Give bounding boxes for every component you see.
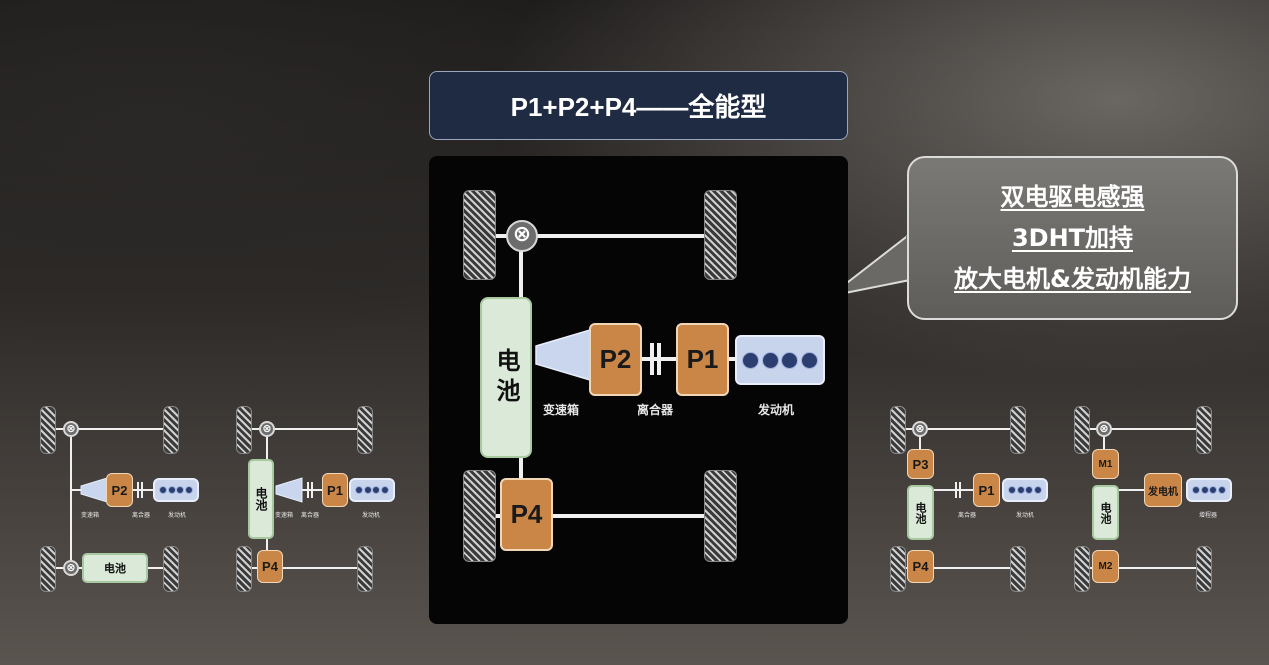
small4-rear-left-tire-icon: [1074, 546, 1090, 592]
small4-front-axle: [1090, 428, 1196, 430]
small1-engine-label: 发动机: [168, 512, 187, 519]
differential-icon: ⊗: [506, 220, 538, 252]
small4-battery-block: 电池: [1092, 485, 1119, 540]
small3-p1-motor-block: P1: [973, 473, 1000, 507]
small1-front-left-tire-icon: [40, 406, 56, 454]
p1-motor-block: P1: [676, 323, 729, 396]
front-right-tire-icon: [704, 190, 737, 280]
small4-generator-block: 发电机: [1144, 473, 1182, 507]
small2-rear-right-tire-icon: [357, 546, 373, 592]
small4-rear-right-tire-icon: [1196, 546, 1212, 592]
engine-icon: [735, 335, 825, 385]
gearbox-icon: [535, 328, 591, 382]
small1-rear-right-tire-icon: [163, 546, 179, 592]
small2-p4-motor-block: P4: [257, 550, 283, 583]
small1-clutch-shaft: [133, 489, 153, 491]
clutch-label: 离合器: [637, 403, 674, 417]
small1-front-right-tire-icon: [163, 406, 179, 454]
small2-engine-icon: [349, 478, 395, 502]
small2-front-axle: [252, 428, 357, 430]
page-title: P1+P2+P4——全能型: [429, 71, 848, 140]
small1-gearbox-label: 变速箱: [81, 512, 100, 519]
small2-p1-motor-block: P1: [322, 473, 348, 507]
callout-bubble: 双电驱电感强 3DHT加持 放大电机&发动机能力: [907, 156, 1238, 320]
small2-rear-axle: [252, 567, 357, 569]
small1-shaft-to-gearbox: [72, 489, 82, 491]
callout-line-2: 3DHT加持: [1011, 223, 1134, 252]
small3-engine-icon: [1002, 478, 1048, 502]
gearbox-label: 变速箱: [543, 403, 580, 417]
small1-clutch-label: 离合器: [132, 512, 151, 519]
small2-drive-shaft-front: [266, 436, 268, 460]
small2-clutch-label: 离合器: [301, 512, 320, 519]
small1-rear-left-tire-icon: [40, 546, 56, 592]
small1-clutch-icon: [137, 482, 143, 498]
rear-axle: [496, 514, 704, 518]
small4-range-extender-label: 增程器: [1199, 512, 1218, 519]
small2-drive-shaft-rear: [266, 538, 268, 550]
small2-engine-label: 发动机: [362, 512, 381, 519]
clutch-icon: [650, 343, 661, 375]
drive-shaft-front: [519, 250, 523, 298]
small3-rear-right-tire-icon: [1010, 546, 1026, 592]
p2-motor-block: P2: [589, 323, 642, 396]
small3-clutch-shaft: [934, 489, 974, 491]
small2-front-left-tire-icon: [236, 406, 252, 454]
small3-p4-motor-block: P4: [907, 550, 934, 583]
small3-rear-left-tire-icon: [890, 546, 906, 592]
small3-drive-shaft: [919, 436, 921, 450]
small2-differential-icon: ⊗: [259, 421, 275, 437]
small1-gearbox-icon: [80, 477, 108, 503]
small3-front-right-tire-icon: [1010, 406, 1026, 454]
front-axle: [496, 234, 704, 238]
small4-generator-link: [1119, 489, 1145, 491]
small4-m2-motor-block: M2: [1092, 550, 1119, 583]
small4-front-left-tire-icon: [1074, 406, 1090, 454]
small1-drive-shaft: [70, 437, 72, 560]
small3-engine-label: 发动机: [1016, 512, 1035, 519]
small3-differential-icon: ⊗: [912, 421, 928, 437]
drive-shaft-rear: [519, 458, 523, 480]
small2-rear-left-tire-icon: [236, 546, 252, 592]
rear-left-tire-icon: [463, 470, 496, 562]
small2-battery-block: 电池: [248, 459, 274, 539]
rear-right-tire-icon: [704, 470, 737, 562]
small4-differential-icon: ⊗: [1096, 421, 1112, 437]
small2-front-right-tire-icon: [357, 406, 373, 454]
small1-rear-differential-icon: ⊗: [63, 560, 79, 576]
small3-front-left-tire-icon: [890, 406, 906, 454]
small4-drive-shaft: [1103, 436, 1105, 450]
engine-shaft: [729, 357, 737, 361]
small2-gearbox-label: 变速箱: [275, 512, 294, 519]
small1-front-axle: [56, 428, 163, 430]
battery-block: 电池: [480, 297, 532, 458]
engine-label: 发动机: [758, 403, 795, 417]
small2-clutch-icon: [307, 482, 313, 498]
small1-front-differential-icon: ⊗: [63, 421, 79, 437]
small3-battery-block: 电池: [907, 485, 934, 540]
small3-front-axle: [906, 428, 1010, 430]
small3-rear-axle: [906, 567, 1010, 569]
small3-p3-motor-block: P3: [907, 449, 934, 479]
callout-line-1: 双电驱电感强: [1000, 182, 1145, 211]
small4-m1-motor-block: M1: [1092, 449, 1119, 479]
small1-engine-icon: [153, 478, 199, 502]
small1-battery-block: 电池: [82, 553, 148, 583]
small3-clutch-icon: [955, 482, 961, 498]
small4-engine-icon: [1186, 478, 1232, 502]
p4-motor-block: P4: [500, 478, 553, 551]
callout-line-3: 放大电机&发动机能力: [954, 264, 1191, 293]
front-left-tire-icon: [463, 190, 496, 280]
small4-rear-axle: [1090, 567, 1196, 569]
small2-gearbox-icon: [275, 477, 303, 503]
small1-p2-motor-block: P2: [106, 473, 133, 507]
small4-front-right-tire-icon: [1196, 406, 1212, 454]
small3-clutch-label: 离合器: [958, 512, 977, 519]
small1-rear-axle-right: [148, 567, 163, 569]
